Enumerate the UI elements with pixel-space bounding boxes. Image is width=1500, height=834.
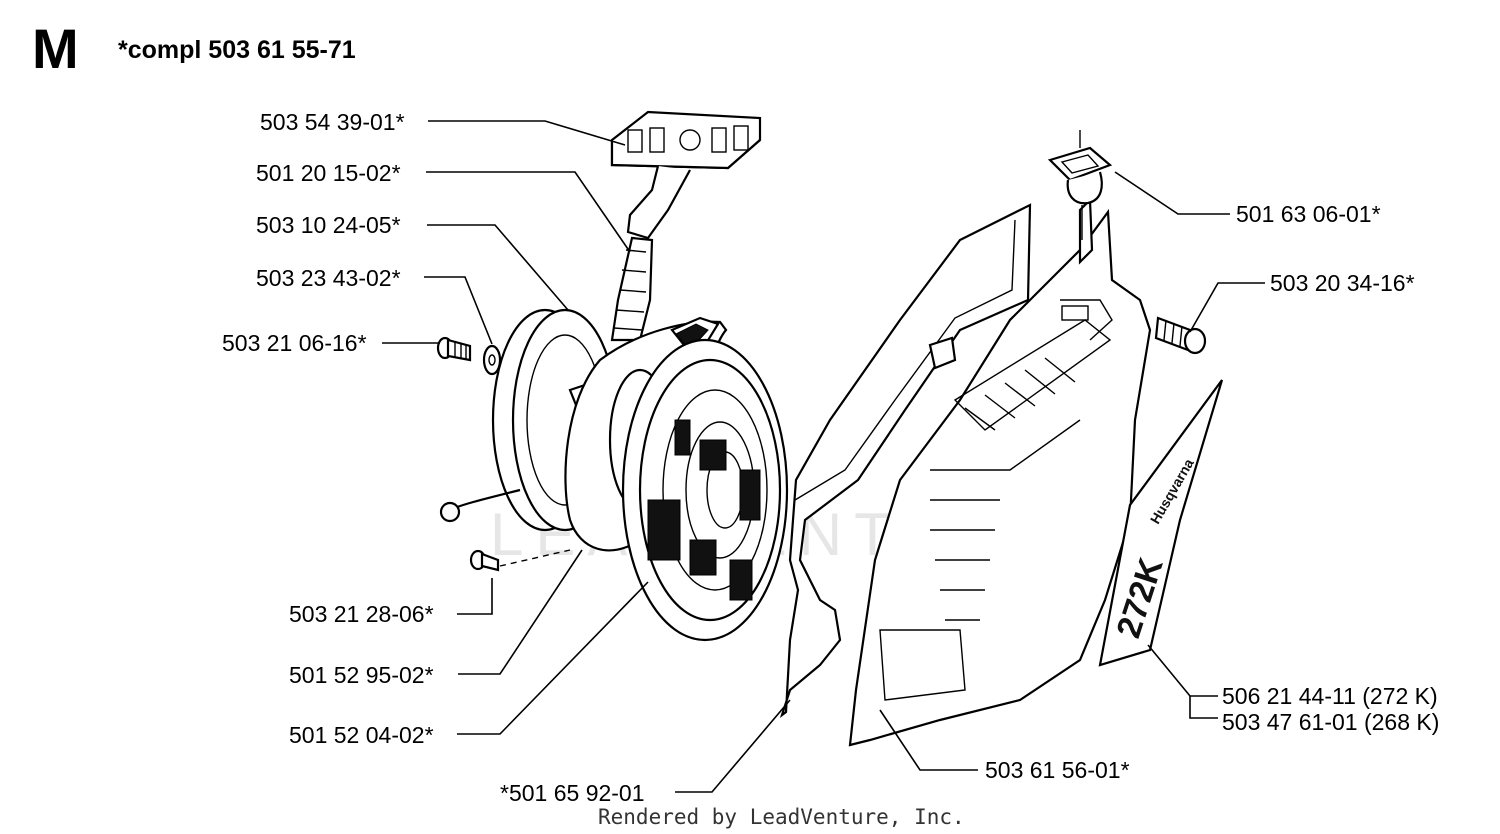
label-starter-cover: 503 61 56-01*	[985, 757, 1130, 783]
label-starter-handle: 503 54 39-01*	[260, 109, 405, 135]
label-pulley: 503 10 24-05*	[256, 212, 401, 238]
label-spring-cassette: 501 52 95-02*	[289, 662, 434, 688]
spring-screw-illustration	[469, 549, 571, 572]
center-screw-illustration	[436, 336, 472, 362]
label-washer: 503 23 43-02*	[256, 265, 401, 291]
washer-illustration	[482, 344, 502, 376]
recoil-spring-illustration	[621, 338, 789, 642]
starter-cover-illustration	[848, 197, 1152, 747]
label-spring-screw: 503 21 28-06*	[289, 601, 434, 627]
label-cover-screw: 503 20 34-16*	[1270, 270, 1415, 296]
label-starter-cord: 501 20 15-02*	[256, 160, 401, 186]
section-letter: M	[32, 17, 79, 80]
label-gasket: *501 65 92-01	[500, 780, 645, 806]
label-decal-272k: 506 21 44-11 (272 K)	[1222, 683, 1438, 709]
starter-handle-illustration	[610, 110, 762, 240]
leader-lines	[382, 120, 1265, 793]
label-decal-268k: 503 47 61-01 (268 K)	[1222, 709, 1439, 735]
label-recoil-spring: 501 52 04-02*	[289, 722, 434, 748]
cover-screw-illustration	[1154, 316, 1207, 355]
grommet-illustration	[1047, 130, 1113, 240]
gasket-illustration	[779, 203, 1032, 718]
rendered-by-footer: Rendered by LeadVenture, Inc.	[598, 805, 965, 829]
label-grommet: 501 63 06-01*	[1236, 201, 1381, 227]
label-center-screw: 503 21 06-16*	[222, 330, 367, 356]
starter-cord-illustration	[610, 236, 654, 342]
assembly-label: *compl 503 61 55-71	[118, 36, 356, 64]
part-labels: 503 54 39-01* 501 20 15-02* 503 10 24-05…	[222, 109, 1439, 806]
